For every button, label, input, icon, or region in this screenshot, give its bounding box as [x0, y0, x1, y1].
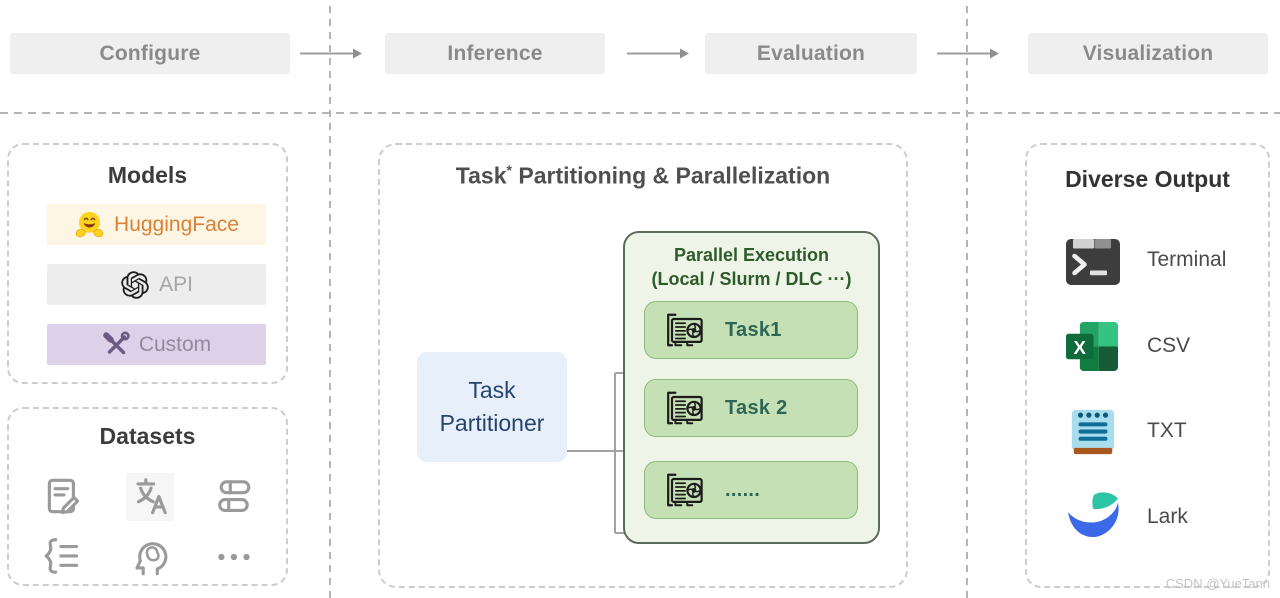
models-title: Models — [107, 162, 188, 188]
task-partitioner-label: Task Partitioner — [440, 374, 545, 440]
arrow-right-icon — [937, 48, 999, 59]
partitioning-title-asterisk: * — [506, 162, 512, 178]
task-row-1: Task1 — [644, 301, 858, 359]
task-row-1-label: Task1 — [725, 318, 782, 341]
datasets-title: Datasets — [99, 423, 196, 449]
model-item-huggingface-label: HuggingFace — [114, 212, 239, 236]
gpu-icon — [667, 473, 703, 507]
ellipsis-icon — [211, 533, 259, 581]
datasets-box: Datasets — [7, 407, 288, 586]
partitioning-box: Task* Partitioning & Parallelization Tas… — [378, 143, 908, 588]
gpu-icon — [667, 391, 703, 425]
partitioning-title-prefix: Task — [455, 162, 507, 189]
brain-head-icon — [126, 533, 174, 581]
model-item-custom-label: Custom — [138, 332, 212, 356]
partitioning-title-suffix: Partitioning & Parallelization — [511, 162, 831, 189]
task-row-2: Task 2 — [644, 379, 858, 437]
txt-label: TXT — [1147, 419, 1187, 442]
arrow-right-icon — [300, 48, 362, 59]
partitioning-title: Task* Partitioning & Parallelization — [380, 162, 906, 190]
task-row-more: ...... — [644, 461, 858, 519]
excel-x-letter: X — [1074, 337, 1087, 358]
watermark: CSDN @YueTann — [1165, 576, 1270, 591]
translate-icon — [126, 473, 174, 521]
model-item-api-label: API — [159, 272, 193, 296]
books-icon — [211, 473, 259, 521]
parallel-execution-title: Parallel Execution (Local / Slurm / DLC … — [625, 243, 878, 291]
notepad-icon — [1064, 404, 1121, 457]
model-item-huggingface: HuggingFace — [47, 204, 266, 245]
openai-icon — [121, 270, 149, 299]
arrow-right-icon — [627, 48, 689, 59]
excel-icon: X — [1064, 320, 1121, 373]
terminal-icon — [1064, 235, 1121, 288]
stage-configure-label: Configure — [99, 41, 201, 65]
parallel-execution-title-line1: Parallel Execution — [673, 245, 830, 265]
stage-configure: Configure — [10, 33, 290, 74]
row-divider — [0, 112, 1280, 114]
parallel-execution-box: Parallel Execution (Local / Slurm / DLC … — [623, 231, 880, 544]
models-box: Models HuggingFace API — [7, 143, 288, 384]
task-row-2-label: Task 2 — [725, 396, 788, 419]
brace-list-icon — [40, 533, 88, 581]
gpu-icon — [667, 313, 703, 347]
model-item-api: API — [47, 264, 266, 305]
huggingface-icon — [75, 211, 104, 238]
lark-label: Lark — [1147, 505, 1188, 528]
model-item-custom: Custom — [47, 324, 266, 365]
task-partitioner-line1: Task — [468, 377, 516, 403]
column-divider-left — [329, 0, 331, 598]
csv-label: CSV — [1147, 334, 1191, 357]
stage-visualization: Visualization — [1028, 33, 1268, 74]
stage-inference: Inference — [385, 33, 605, 74]
crossed-tools-icon — [103, 330, 130, 354]
task-row-more-label: ...... — [725, 478, 761, 501]
diverse-output-title: Diverse Output — [1065, 166, 1230, 192]
terminal-label: Terminal — [1147, 248, 1227, 271]
lark-icon — [1064, 489, 1121, 542]
parallel-execution-title-line2: (Local / Slurm / DLC ···) — [651, 269, 852, 289]
stage-inference-label: Inference — [447, 41, 543, 65]
document-edit-icon — [40, 473, 88, 521]
column-divider-right — [966, 0, 968, 598]
task-partitioner-line2: Partitioner — [439, 410, 545, 436]
stage-evaluation-label: Evaluation — [756, 41, 866, 65]
stage-visualization-label: Visualization — [1082, 41, 1214, 65]
task-partitioner-box: Task Partitioner — [417, 352, 567, 462]
diverse-output-box: Diverse Output Terminal — [1025, 143, 1270, 588]
stage-evaluation: Evaluation — [705, 33, 917, 74]
